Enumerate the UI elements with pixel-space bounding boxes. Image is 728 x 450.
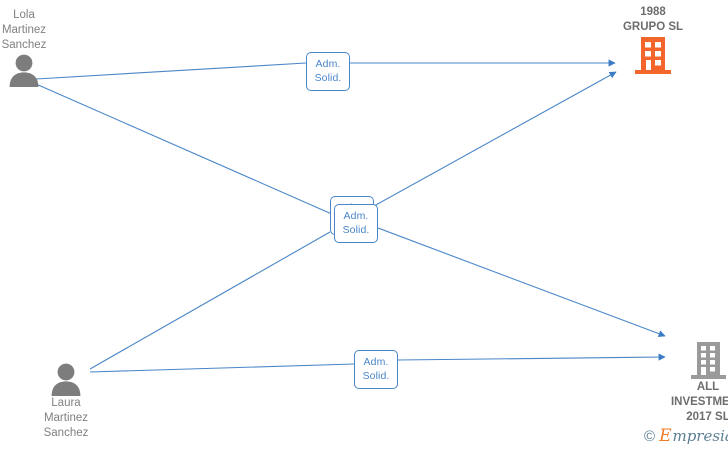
edge-lola-allinvestment: [35, 83, 666, 338]
relation-label-laura-allinvestment[interactable]: Adm. Solid.: [354, 350, 398, 389]
node-1988-grupo-sl[interactable]: 1988 GRUPO SL: [607, 5, 699, 75]
edge-laura-allinvestment: [89, 353, 666, 373]
node-lola-martinez-sanchez[interactable]: Lola Martinez Sanchez: [0, 8, 70, 87]
empresia-watermark: © E mpresia: [644, 428, 728, 445]
brand-initial: E: [659, 426, 672, 446]
node-label: 1988 GRUPO SL: [622, 6, 684, 33]
relation-label-lola-grupo[interactable]: Adm. Solid.: [306, 52, 350, 91]
node-all-investment-2017-sl[interactable]: ALL INVESTMENT 2017 SL: [654, 340, 728, 425]
node-label: ALL INVESTMENT 2017 SL: [670, 381, 728, 423]
person-icon: [9, 54, 39, 87]
building-icon: [635, 37, 671, 74]
node-label: Laura Martinez Sanchez: [43, 397, 89, 439]
person-icon: [51, 363, 81, 396]
node-label: Lola Martinez Sanchez: [1, 9, 47, 51]
brand-name: mpresia: [672, 427, 728, 445]
edge-laura-grupo: [89, 71, 617, 370]
edge-lola-grupo: [35, 59, 616, 80]
building-icon: [691, 342, 726, 379]
relation-label-lola-allinvestment[interactable]: Adm. Solid.: [334, 204, 378, 243]
copyright-symbol: ©: [644, 428, 656, 445]
node-laura-martinez-sanchez[interactable]: Laura Martinez Sanchez: [20, 362, 112, 441]
